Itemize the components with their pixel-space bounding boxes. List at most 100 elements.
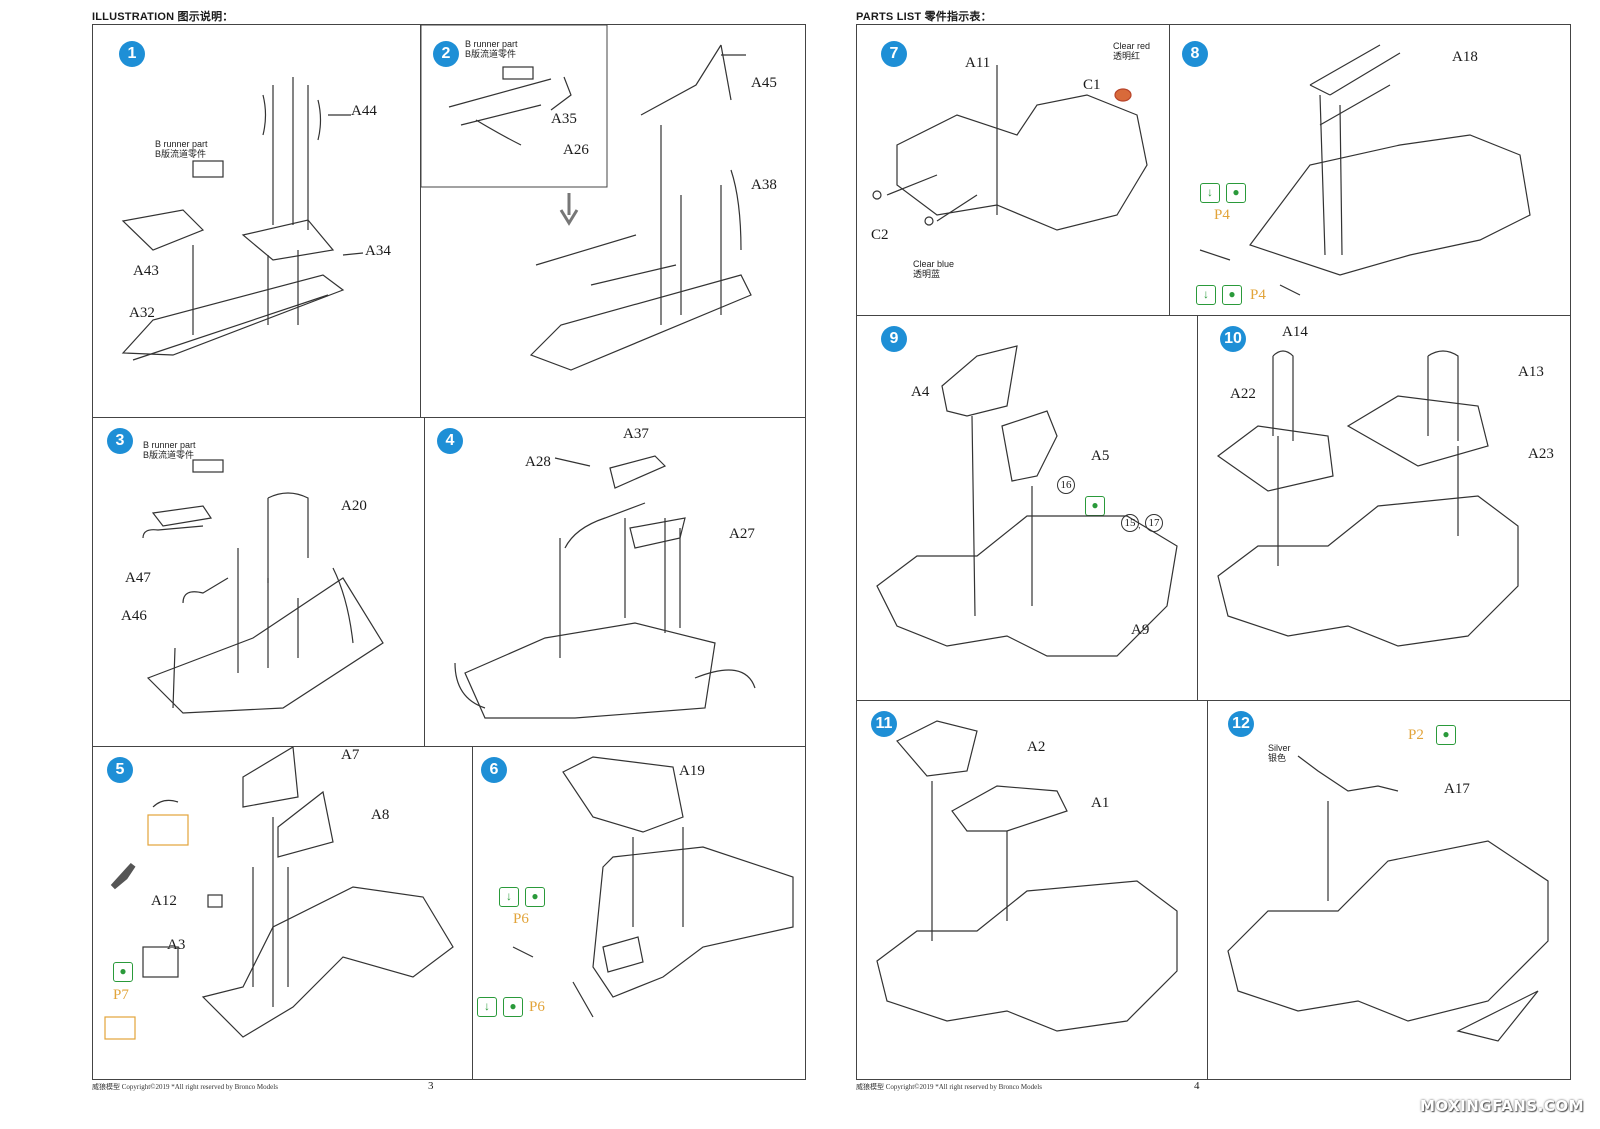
part-label-a14: A14 <box>1282 324 1308 340</box>
step-2-number: 2 <box>433 41 459 67</box>
part-label-a43: A43 <box>133 263 159 279</box>
part-label-p6-second: P6 <box>529 999 545 1015</box>
part-label-a37: A37 <box>623 426 649 442</box>
part-label-p4-second: P4 <box>1250 287 1266 303</box>
step-7-number: 7 <box>881 41 907 67</box>
clear-red-zh: 透明红 <box>1113 51 1141 61</box>
runner-note-en: B runner part <box>465 39 518 49</box>
part-label-c1: C1 <box>1083 77 1101 93</box>
part-label-a23: A23 <box>1528 446 1554 462</box>
part-label-a9: A9 <box>1131 622 1150 638</box>
part-label-a17: A17 <box>1444 781 1470 797</box>
part-label-a19: A19 <box>679 763 705 779</box>
step-5-number: 5 <box>107 757 133 783</box>
step-8-drawing <box>1199 44 1531 296</box>
step-7-drawing <box>872 65 1148 231</box>
part-label-a28: A28 <box>525 454 551 470</box>
runner-note-zh: B版流道零件 <box>465 49 517 59</box>
watermark: MOXINGFANS.COM <box>1419 1097 1584 1115</box>
silver-en: Silver <box>1268 743 1291 753</box>
step-8-panel: 8 A18 ↓ ● P4 ↓ ● P4 <box>1169 24 1571 316</box>
part-label-a7: A7 <box>341 747 360 763</box>
part-label-p4: P4 <box>1214 207 1230 223</box>
paint-black-icon: ● <box>1222 285 1242 305</box>
step-4-panel: 4 A37 A28 A27 <box>424 417 806 747</box>
paint-green-icon: ↓ <box>1200 183 1220 203</box>
part-label-a20: A20 <box>341 498 367 514</box>
step-6-number: 6 <box>481 757 507 783</box>
paint-black-icon: ● <box>525 887 545 907</box>
paint-black-icon: ● <box>1436 725 1456 745</box>
decal-16: 16 <box>1057 476 1075 494</box>
part-label-a8: A8 <box>371 807 390 823</box>
runner-note-en: B runner part <box>143 440 196 450</box>
right-page-header: PARTS LIST 零件指示表： <box>856 11 992 23</box>
paint-black-icon: ● <box>1226 183 1246 203</box>
part-label-a22: A22 <box>1230 386 1256 402</box>
part-label-a4: A4 <box>911 384 930 400</box>
runner-note-zh: B版流道零件 <box>155 149 207 159</box>
step-11-number: 11 <box>871 711 897 737</box>
part-label-c2: C2 <box>871 227 889 243</box>
part-label-a32: A32 <box>129 305 155 321</box>
part-label-a45: A45 <box>751 75 777 91</box>
silver-zh: 银色 <box>1268 753 1287 763</box>
step-5-panel: 5 A7 A8 A12 A3 ● P7 <box>92 746 473 1080</box>
part-label-p7: P7 <box>113 987 129 1003</box>
step-12-drawing <box>1227 755 1549 1042</box>
part-label-a3: A3 <box>167 937 186 953</box>
step-9-drawing <box>876 345 1178 657</box>
step-5-drawing <box>104 747 454 1040</box>
part-label-a35: A35 <box>551 111 577 127</box>
part-label-a26: A26 <box>563 142 589 158</box>
paint-black-icon: ● <box>503 997 523 1017</box>
right-page-number: 4 <box>1194 1080 1200 1092</box>
part-label-a12: A12 <box>151 893 177 909</box>
paint-green-icon: ↓ <box>1196 285 1216 305</box>
right-footer: 威狼模型 Copyright©2019 *All right reserved … <box>856 1083 1042 1091</box>
clear-blue-en: Clear blue <box>913 259 955 269</box>
step-11-drawing <box>876 720 1178 1032</box>
step-10-panel: 10 A14 A13 A22 A23 <box>1197 315 1571 701</box>
part-label-p6: P6 <box>513 911 529 927</box>
part-label-a5: A5 <box>1091 448 1110 464</box>
part-label-a18: A18 <box>1452 49 1478 65</box>
clear-blue-zh: 透明蓝 <box>913 269 941 279</box>
part-label-a11: A11 <box>965 55 991 71</box>
step-1-drawing <box>121 77 364 361</box>
decal-17: 17 <box>1145 514 1163 532</box>
step-8-number: 8 <box>1182 41 1208 67</box>
step-3-drawing <box>142 459 384 714</box>
step-6-panel: 6 A19 ↓ ● P6 ↓ ● P6 <box>472 746 806 1080</box>
paint-green-icon: ↓ <box>499 887 519 907</box>
part-label-a47: A47 <box>125 570 151 586</box>
step-10-number: 10 <box>1220 326 1246 352</box>
part-label-a44: A44 <box>351 103 377 119</box>
clear-red-en: Clear red <box>1113 41 1151 51</box>
part-label-a46: A46 <box>121 608 147 624</box>
part-label-a34: A34 <box>365 243 391 259</box>
step-2-drawing <box>421 25 752 371</box>
left-footer: 威狼模型 Copyright©2019 *All right reserved … <box>92 1083 278 1091</box>
step-10-drawing <box>1216 350 1519 647</box>
paint-green-icon: ↓ <box>477 997 497 1017</box>
part-label-a27: A27 <box>729 526 755 542</box>
step-1-number: 1 <box>119 41 145 67</box>
step-3-number: 3 <box>107 428 133 454</box>
left-page-header: ILLUSTRATION 图示说明： <box>92 11 234 23</box>
step-4-number: 4 <box>437 428 463 454</box>
step-9-number: 9 <box>881 326 907 352</box>
step-9-panel: 9 A4 A5 A9 16 ● 15 , 17 <box>856 315 1198 701</box>
step-6-drawing <box>512 756 794 1018</box>
step-12-number: 12 <box>1228 711 1254 737</box>
